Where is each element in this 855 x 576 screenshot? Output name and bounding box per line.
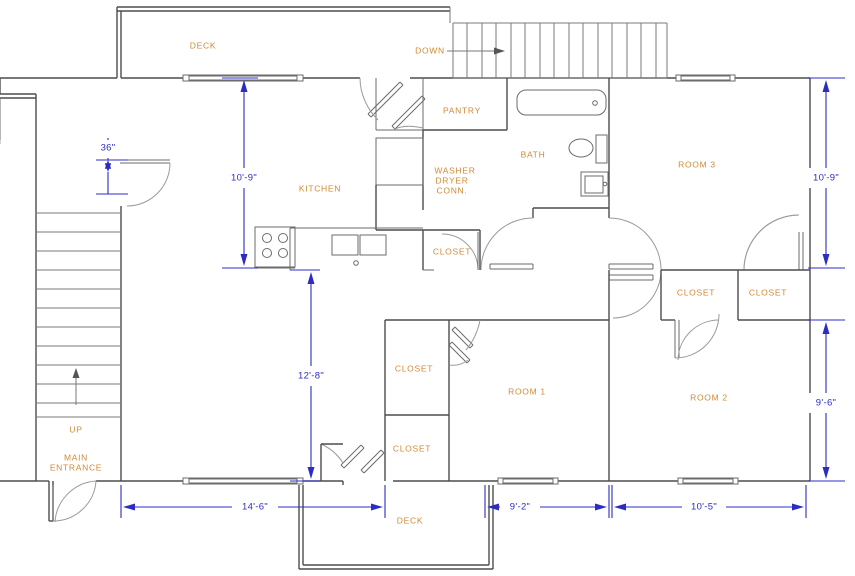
room-label-closet-r3-a: CLOSET [677, 287, 715, 297]
room-label-kitchen: KITCHEN [299, 183, 341, 193]
room-label-deck-top: DECK [190, 40, 216, 50]
room-label-closet-r3-b: CLOSET [749, 287, 787, 297]
closets-room1 [320, 319, 481, 481]
toilet [568, 134, 608, 164]
dimension-10-9-right: 10'-9" [806, 77, 846, 269]
room-label-dryer: DRYER [435, 175, 468, 185]
washer-dryer-connection [375, 137, 424, 231]
room-label-washer: WASHER [434, 165, 475, 175]
dimension-label: 10'-9" [231, 173, 257, 184]
deck-bottom-structure [298, 485, 494, 570]
kitchen-counter [289, 227, 423, 270]
dimension-10-9-kitchen: 10'-9" [222, 77, 264, 269]
window-top-right [675, 74, 736, 82]
dimension-14-6: 14'-6" [120, 485, 386, 518]
room-label-down: DOWN [415, 45, 445, 55]
room-divider-walls [384, 270, 610, 481]
door-hall-left [480, 217, 534, 271]
dimension-9-2: 9'-2" [484, 485, 610, 518]
room-label-group: DECK DOWN PANTRY BATH ROOM 3 KITCHEN WAS… [50, 40, 787, 525]
kitchen-double-sink [331, 234, 387, 266]
room-label-room-1: ROOM 1 [508, 386, 546, 396]
dimension-label: 10'-5" [691, 502, 717, 513]
dimension-9-6: 9'-6" [808, 319, 846, 482]
stairs-up [36, 212, 121, 418]
room-label-bath: BATH [521, 149, 546, 159]
room-label-room-2: ROOM 2 [690, 392, 728, 402]
stairs-down [447, 7, 668, 79]
dimension-10-5: 10'-5" [611, 485, 807, 518]
door-room-3 [743, 214, 804, 271]
door-hall-right [608, 217, 662, 319]
pantry-double-doors [359, 77, 426, 131]
room-label-closet-kitchen: CLOSET [433, 246, 471, 256]
dimension-label: 9'-2" [510, 502, 530, 513]
window-bottom-right [677, 477, 739, 485]
window-bottom-center [497, 477, 559, 485]
dimension-label: 10'-9" [813, 173, 839, 184]
room-label-up: UP [69, 424, 82, 434]
window-top-left [182, 74, 304, 82]
room-label-closet-r1-b: CLOSET [393, 443, 431, 453]
window-bottom-left [182, 477, 304, 485]
door-main-entrance [52, 480, 97, 523]
dimension-36-inches: 36" [94, 138, 128, 195]
deck-top-structure [116, 6, 450, 78]
bathroom-vanity-sink [580, 171, 609, 197]
room-label-room-3: ROOM 3 [678, 159, 716, 169]
room-label-conn: CONN. [437, 185, 468, 195]
room-label-main: MAIN [64, 452, 88, 462]
dimension-12-8: 12'-8" [290, 269, 331, 482]
kitchen-range-with-four-burners [254, 226, 296, 269]
room-label-pantry: PANTRY [443, 105, 481, 115]
room-label-entrance: ENTRANCE [50, 462, 102, 472]
dimension-label: 12'-8" [298, 371, 324, 382]
bathtub [516, 89, 607, 116]
door-entry-upper-left [120, 159, 171, 481]
dimension-label: 36" [101, 143, 116, 154]
closet-kitchen-walls [422, 229, 481, 271]
dimension-label: 14'-6" [242, 502, 268, 513]
dimension-label: 9'-6" [816, 398, 836, 409]
bath-walls [532, 78, 610, 218]
room-label-deck-bottom: DECK [397, 515, 423, 525]
room-label-closet-r1-a: CLOSET [395, 363, 433, 373]
closets-room3-walls [660, 269, 810, 361]
